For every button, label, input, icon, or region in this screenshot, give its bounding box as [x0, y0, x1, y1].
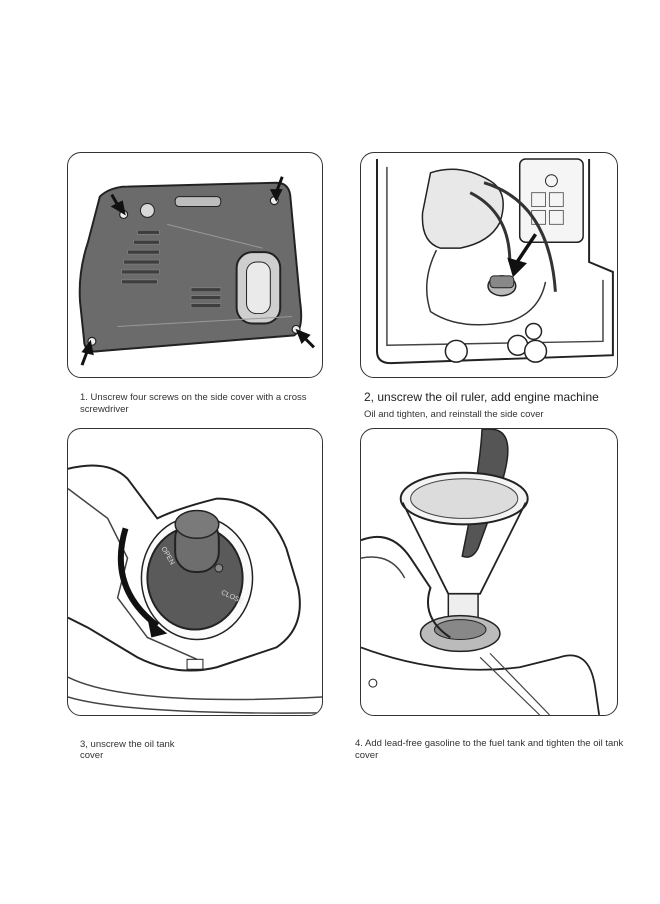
- step3-caption-line1: 3, unscrew the oil tank: [80, 739, 175, 750]
- fuel-funnel-drawing: [361, 429, 601, 715]
- rotate-arrow-icon: [147, 617, 168, 638]
- step2-caption: 2, unscrew the oil ruler, add engine mac…: [364, 390, 599, 404]
- oil-tank-cap-drawing: OPEN CLOSE: [68, 464, 322, 714]
- step2-illustration: [360, 152, 618, 378]
- side-cover-drawing: [78, 176, 315, 366]
- step1-illustration: [67, 152, 323, 378]
- step3-caption-line2: cover: [80, 750, 104, 761]
- step2-subcaption: Oil and tighten, and reinstall the side …: [364, 409, 544, 420]
- step4-caption: 4. Add lead-free gasoline to the fuel ta…: [355, 738, 624, 761]
- step4-illustration: [360, 428, 618, 716]
- step3-illustration: OPEN CLOSE: [67, 428, 323, 716]
- step1-caption: 1. Unscrew four screws on the side cover…: [80, 392, 307, 415]
- engine-oil-filler-drawing: [376, 158, 614, 365]
